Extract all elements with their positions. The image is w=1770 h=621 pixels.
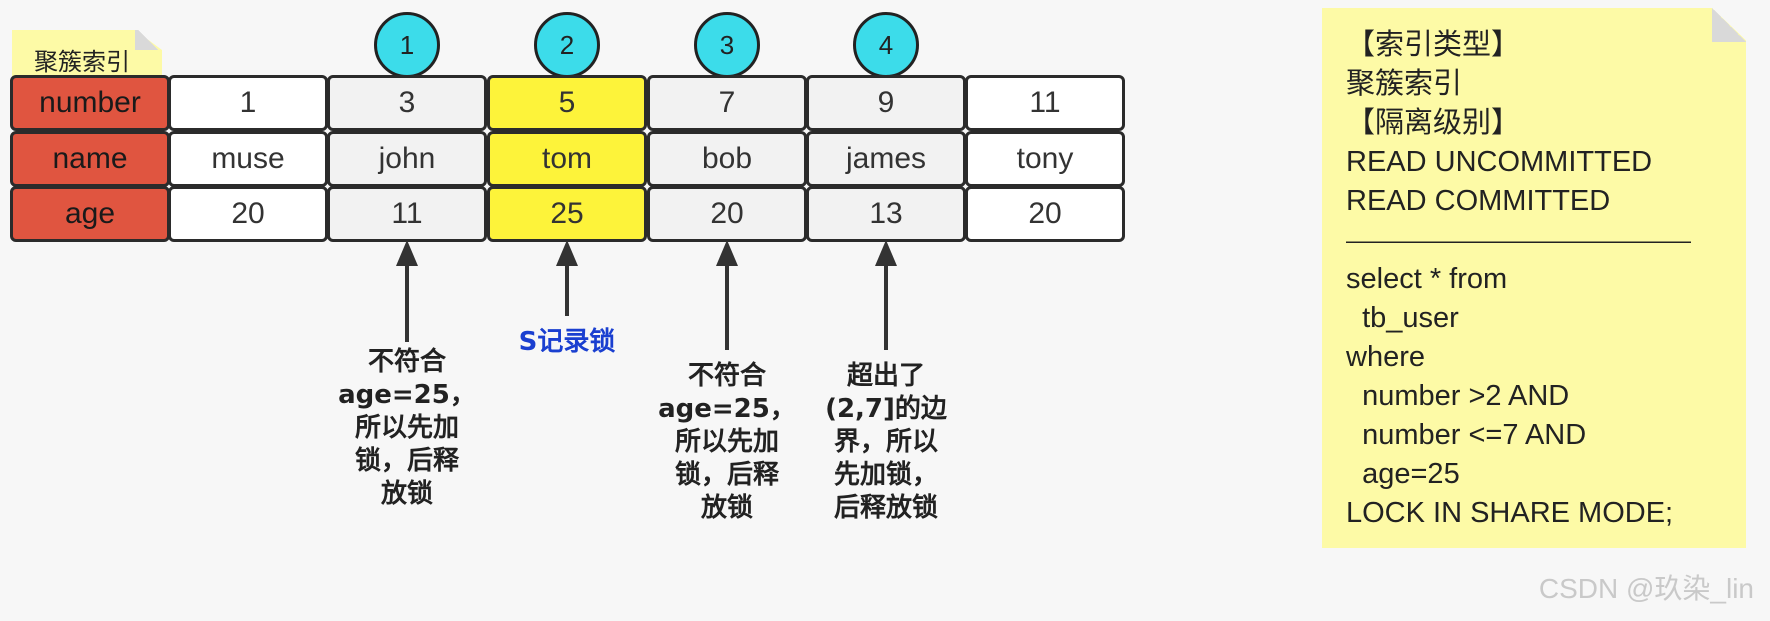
step-circle: 3 <box>694 12 760 78</box>
sql-line: READ COMMITTED <box>1346 185 1611 217</box>
row-header-name: name <box>10 131 170 187</box>
cell-name: bob <box>647 131 807 187</box>
cell-number: 9 <box>806 75 966 131</box>
sql-sticky-note <box>1322 8 1746 548</box>
cell-age: 20 <box>168 186 328 242</box>
cell-name: tony <box>965 131 1125 187</box>
cell-age: 25 <box>487 186 647 242</box>
lock-note: 超出了 (2,7]的边 界，所以 先加锁， 后释放锁 <box>825 361 947 523</box>
cell-number: 11 <box>965 75 1125 131</box>
row-header-age: age <box>10 186 170 242</box>
cell-number: 7 <box>647 75 807 131</box>
cell-name: john <box>327 131 487 187</box>
arrow-up-line <box>565 262 569 316</box>
arrow-up-head <box>396 240 418 266</box>
sql-line: ———————————————————— <box>1346 228 1691 253</box>
step-circle: 2 <box>534 12 600 78</box>
sql-line: where <box>1346 341 1425 373</box>
sql-line: age=25 <box>1346 458 1460 490</box>
cell-name: muse <box>168 131 328 187</box>
cell-age: 20 <box>965 186 1125 242</box>
sql-line: 聚簇索引 <box>1346 68 1463 100</box>
lock-note: 不符合 age=25， 所以先加 锁，后释 放锁 <box>338 347 476 509</box>
cell-age: 20 <box>647 186 807 242</box>
tag-fold-corner <box>135 30 162 50</box>
index-type-label: 聚簇索引 <box>34 48 130 76</box>
row-header-number: number <box>10 75 170 131</box>
arrow-up-line <box>725 262 729 350</box>
cell-name: james <box>806 131 966 187</box>
arrow-up-head <box>716 240 738 266</box>
sql-line: tb_user <box>1346 302 1459 334</box>
cell-number: 3 <box>327 75 487 131</box>
lock-note: 不符合 age=25， 所以先加 锁，后释 放锁 <box>658 361 796 523</box>
arrow-up-line <box>884 262 888 350</box>
sql-line: select * from <box>1346 263 1508 295</box>
sql-line: 【隔离级别】 <box>1346 107 1521 139</box>
sticky-fold-corner <box>1712 8 1746 42</box>
cell-age: 11 <box>327 186 487 242</box>
arrow-up-head <box>556 240 578 266</box>
arrow-up-line <box>405 262 409 342</box>
cell-name: tom <box>487 131 647 187</box>
cell-number: 1 <box>168 75 328 131</box>
cell-number: 5 <box>487 75 647 131</box>
arrow-up-head <box>875 240 897 266</box>
watermark: CSDN @玖染_lin <box>1538 573 1754 604</box>
sql-line: 【索引类型】 <box>1346 29 1521 61</box>
sql-sticky-text: 【索引类型】聚簇索引【隔离级别】 READ UNCOMMITTED READ COM… <box>1346 26 1746 533</box>
sql-line: number >2 AND <box>1346 380 1570 412</box>
step-circle: 4 <box>853 12 919 78</box>
sql-line: number <=7 AND <box>1346 419 1587 451</box>
lock-type-label: S记录锁 <box>518 327 616 357</box>
sql-line: READ UNCOMMITTED <box>1346 146 1653 178</box>
sql-line: LOCK IN SHARE MODE; <box>1346 497 1674 529</box>
step-circle: 1 <box>374 12 440 78</box>
cell-age: 13 <box>806 186 966 242</box>
